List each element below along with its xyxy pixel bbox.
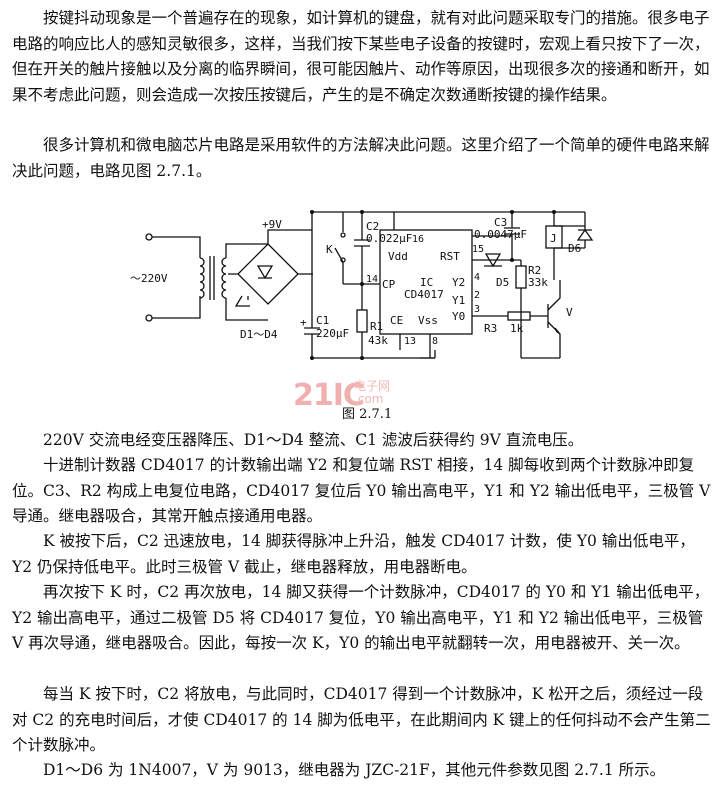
label-pin2: 2 xyxy=(474,290,480,301)
label-r1: R1 xyxy=(370,320,383,333)
watermark-sub-line2: .com xyxy=(354,392,384,406)
label-y0: Y0 xyxy=(452,310,465,323)
label-ic-part: CD4017 xyxy=(404,288,444,301)
label-plus: + xyxy=(300,316,307,329)
label-cp: CP xyxy=(382,278,396,291)
paragraph-3: 220V 交流电经变压器降压、D1～D4 整流、C1 滤波后获得约 9V 直流电… xyxy=(43,431,584,449)
circuit-diagram: +9V ～220V D1～D4 C1 220μF + K C2 0.022μF … xyxy=(130,200,610,432)
label-pin16: 16 xyxy=(412,234,424,245)
label-rst: RST xyxy=(440,250,460,263)
paragraph-6: 再次按下 K 时，C2 再次放电，14 脚又获得一个计数脉冲，CD4017 的 … xyxy=(12,583,710,652)
label-ac: ～220V xyxy=(130,272,168,285)
label-r1-val: 43k xyxy=(368,334,388,347)
label-c2: C2 xyxy=(366,220,379,233)
label-v: V xyxy=(566,306,573,319)
label-pin15: 15 xyxy=(472,244,484,255)
label-pin4: 4 xyxy=(474,272,480,283)
figure-caption: 图 2.7.1 xyxy=(342,407,393,422)
watermark-sub: 电子网 .com xyxy=(354,380,390,406)
paragraph-7: 每当 K 按下时，C2 将放电，与此同时，CD4017 得到一个计数脉冲，K 松… xyxy=(12,685,711,754)
label-pin14: 14 xyxy=(366,274,378,285)
label-r3: R3 xyxy=(484,322,497,335)
label-c2-val: 0.022μF xyxy=(366,232,412,245)
label-r2-val: 33k xyxy=(528,276,548,289)
label-relay: J xyxy=(550,232,557,245)
label-ce: CE xyxy=(390,314,403,327)
circuit-schematic: +9V ～220V D1～D4 C1 220μF + K C2 0.022μF … xyxy=(130,210,594,360)
label-vss: Vss xyxy=(418,314,438,327)
label-c3: C3 xyxy=(494,216,507,229)
label-c3-val: 0.0047μF xyxy=(474,228,527,241)
watermark-sub-line1: 电子网 xyxy=(354,379,391,393)
paragraph-8: D1～D6 为 1N4007，V 为 9013，继电器为 JZC-21F，其他元… xyxy=(43,761,666,779)
label-pin13: 13 xyxy=(404,336,416,347)
paragraph-2: 很多计算机和微电脑芯片电路是采用软件的方法解决此问题。这里介绍了一个简单的硬件电… xyxy=(12,136,710,180)
paragraph-5: K 被按下后，C2 迅速放电，14 脚获得脉冲上升沿，触发 CD4017 计数，… xyxy=(12,532,695,576)
paragraph-1: 按键抖动现象是一个普遍存在的现象，如计算机的键盘，就有对此问题采取专门的措施。很… xyxy=(12,9,710,104)
label-r3-val: 1k xyxy=(510,322,524,335)
label-y1: Y1 xyxy=(452,294,465,307)
label-c1: C1 xyxy=(316,314,329,327)
label-y2: Y2 xyxy=(452,276,465,289)
label-d6: D6 xyxy=(568,242,581,255)
label-ic: IC xyxy=(420,276,433,289)
label-r2: R2 xyxy=(528,264,541,277)
label-k: K xyxy=(326,243,333,256)
paragraph-4: 十进制计数器 CD4017 的计数输出端 Y2 和复位端 RST 相接，14 脚… xyxy=(12,456,711,525)
label-supply: +9V xyxy=(262,218,282,231)
label-bridge: D1～D4 xyxy=(240,328,278,341)
label-c1-val: 220μF xyxy=(316,327,349,340)
label-vdd: Vdd xyxy=(388,250,408,263)
label-pin8: 8 xyxy=(432,336,438,347)
watermark-logo: 21IC xyxy=(293,378,365,413)
label-d5: D5 xyxy=(496,276,509,289)
label-pin3: 3 xyxy=(474,304,480,315)
